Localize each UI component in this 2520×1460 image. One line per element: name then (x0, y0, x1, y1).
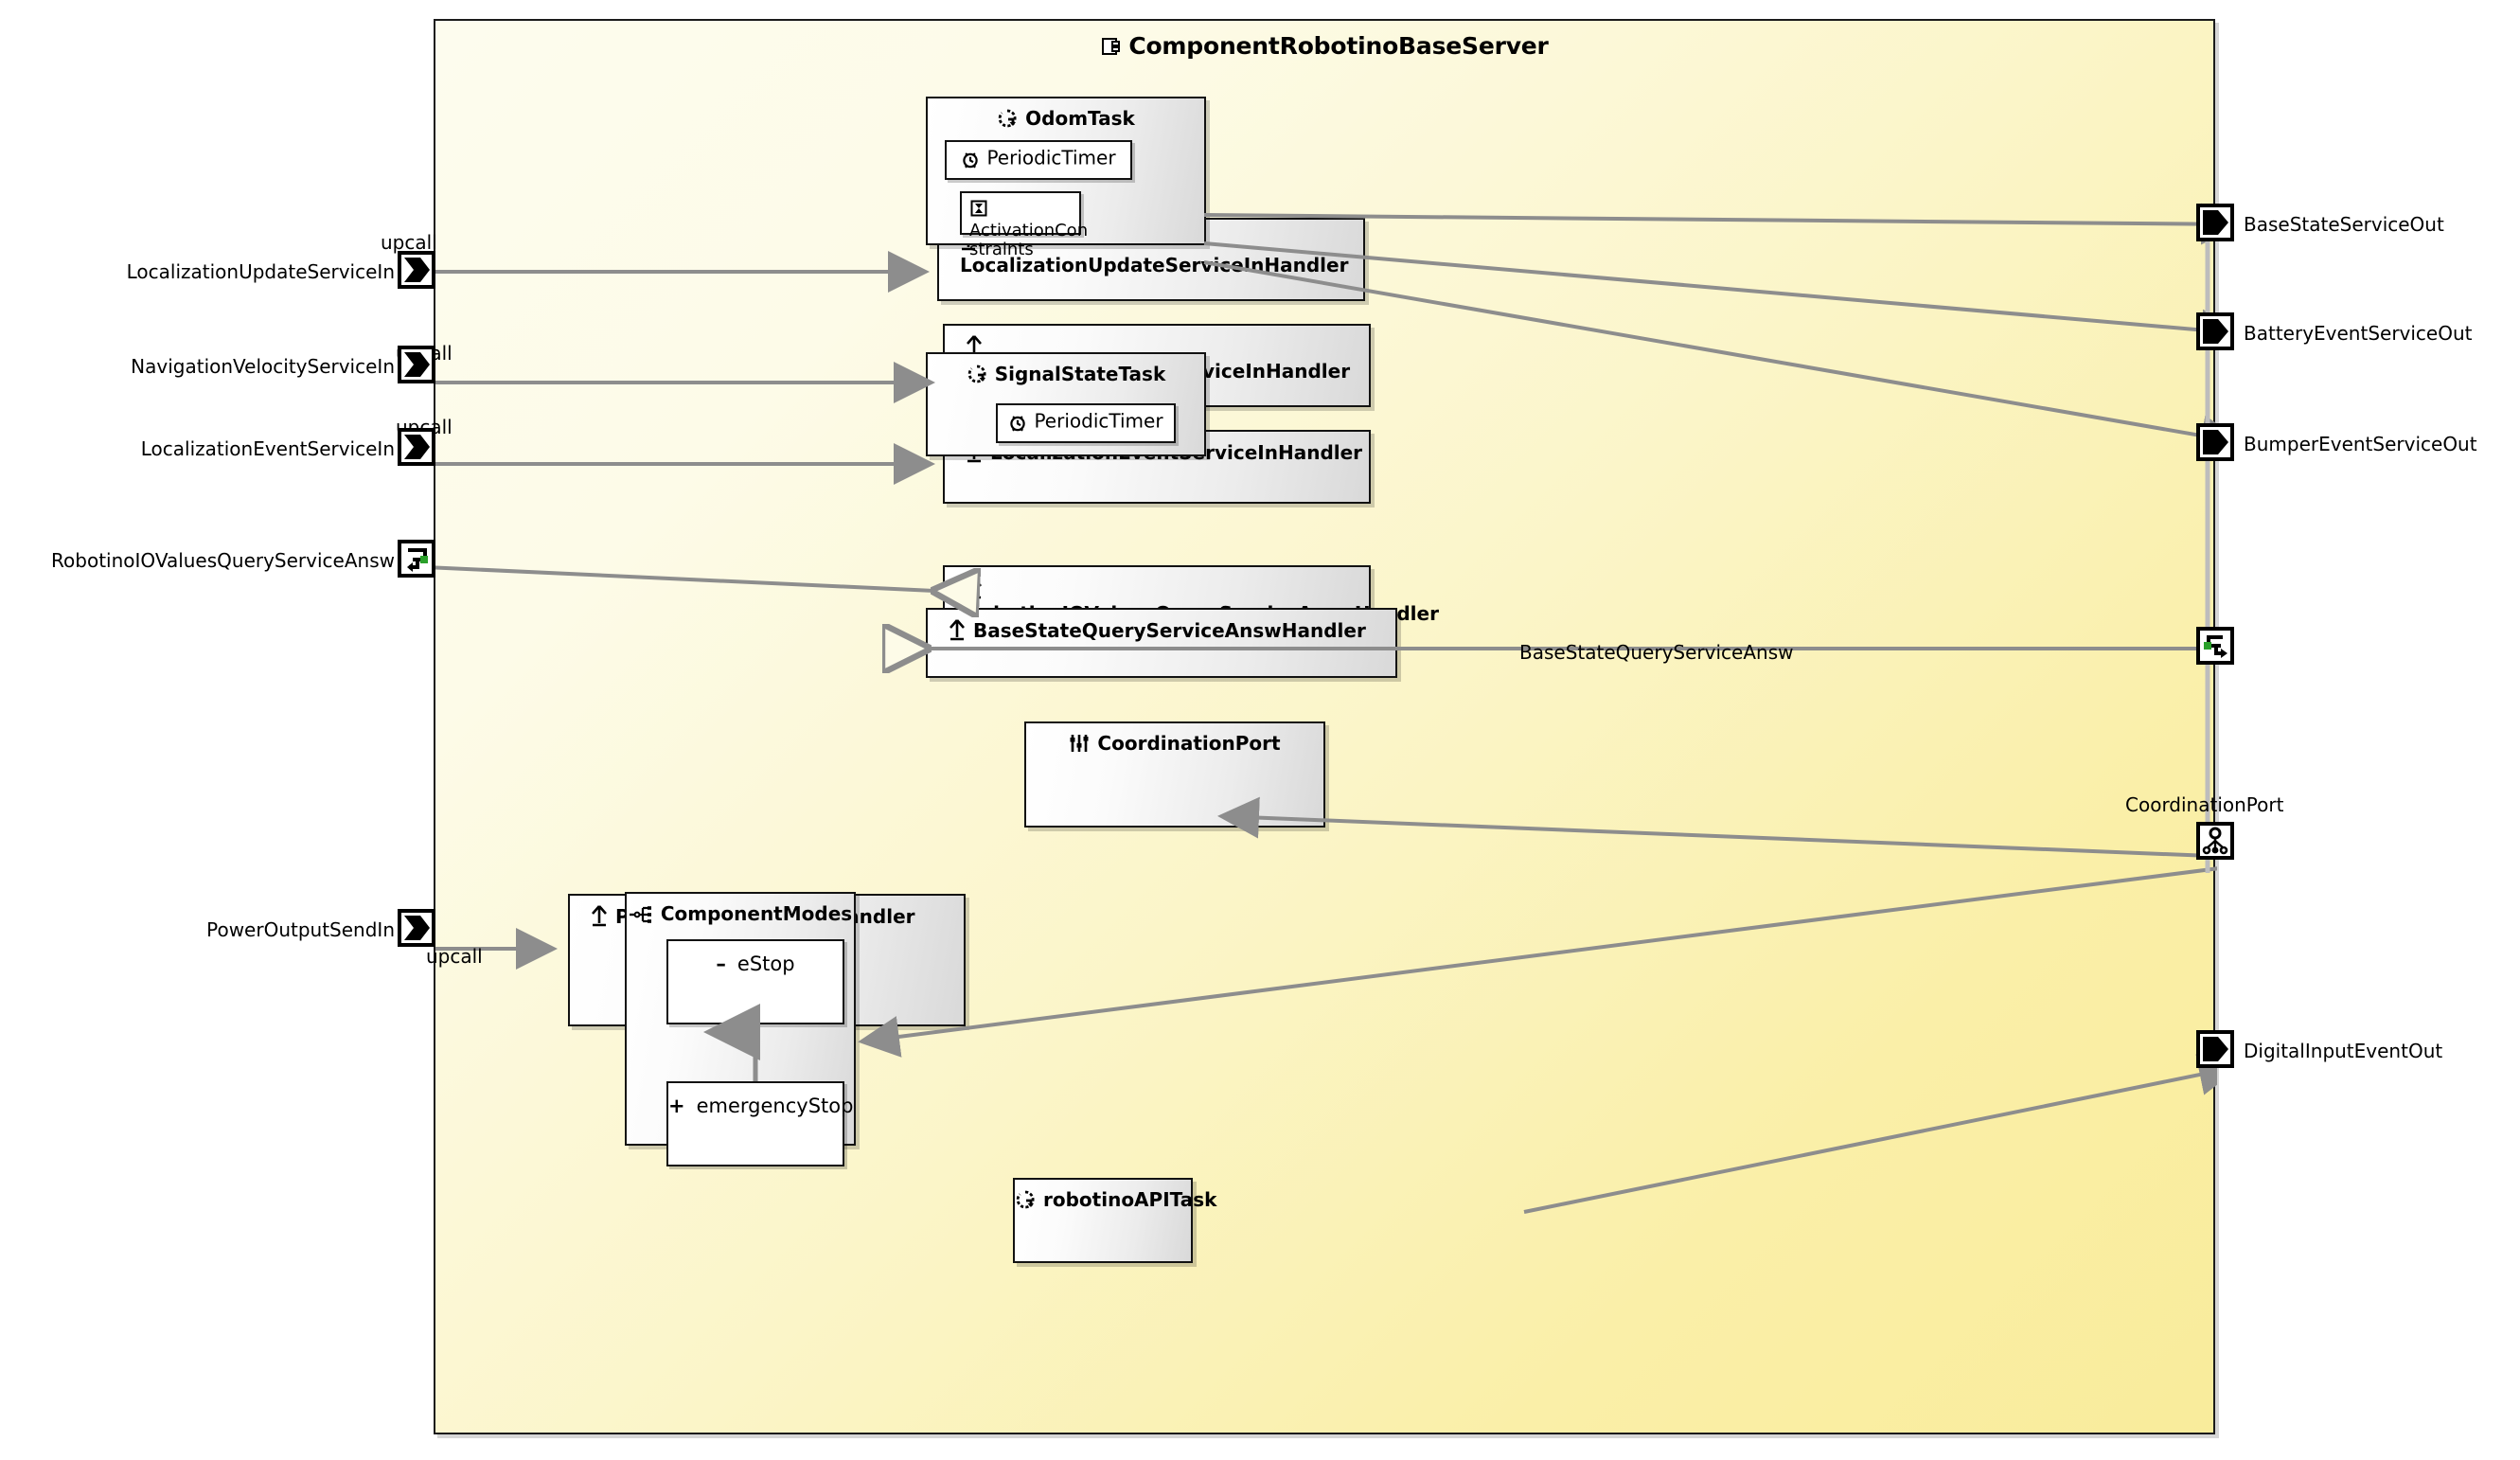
query-answer-out-port-icon (2204, 635, 2227, 658)
mode-name: emergencyStop (696, 1095, 854, 1117)
port-label-base-state-service-out: BaseStateServiceOut (2244, 213, 2444, 236)
service-out-port-icon (2203, 210, 2228, 235)
port-localization-update-service-in[interactable] (398, 251, 435, 289)
mode-label: –eStop (668, 953, 843, 975)
query-answer-in-port-icon (407, 548, 428, 572)
service-in-port-icon (404, 352, 430, 377)
port-label-digital-input-event-out: DigitalInputEventOut (2244, 1040, 2443, 1062)
port-label-localization-update-service-in: LocalizationUpdateServiceIn (126, 260, 395, 283)
port-robotino-io-values-query-service-answ[interactable] (398, 540, 435, 578)
constraint-name-line1: ActivationCon (969, 221, 1089, 241)
port-battery-event-service-out[interactable] (2196, 312, 2234, 350)
port-bumper-event-service-out[interactable] (2196, 423, 2234, 461)
coordination-port-icon (2202, 827, 2228, 855)
clock-icon (1008, 414, 1027, 437)
task-label: OdomTask (1025, 107, 1135, 130)
timer-leaf-periodic-timer[interactable]: PeriodicTimer (996, 403, 1176, 443)
component-frame: ComponentRobotinoBaseServer (381, 19, 2217, 1434)
mode-visibility-sign: + (668, 1095, 685, 1117)
edge-label-base-state-query-service-answ: BaseStateQueryServiceAnsw (1519, 641, 1794, 664)
port-label-navigation-velocity-service-in: NavigationVelocityServiceIn (131, 355, 395, 378)
component-title-text: ComponentRobotinoBaseServer (1128, 32, 1549, 60)
port-label-power-output-send-in: PowerOutputSendIn (206, 918, 395, 941)
port-label-bumper-event-service-out: BumperEventServiceOut (2244, 433, 2477, 455)
timer-name: PeriodicTimer (986, 146, 1116, 169)
upcall-handler-icon (949, 618, 966, 645)
timer-leaf-periodic-timer[interactable]: PeriodicTimer (945, 140, 1132, 180)
timer-leaf-label: PeriodicTimer (998, 410, 1174, 437)
task-label: SignalStateTask (994, 363, 1166, 385)
modes-tree-icon (629, 905, 653, 929)
task-title: SignalStateTask (928, 363, 1204, 389)
mode-name: eStop (736, 953, 795, 975)
service-out-port-icon (2203, 319, 2228, 344)
port-label-localization-event-service-in: LocalizationEventServiceIn (140, 437, 395, 460)
port-digital-input-event-out[interactable] (2196, 1030, 2234, 1068)
component-modes-title: ComponentModes (627, 902, 854, 929)
handler-label: BaseStateQueryServiceAnswHandler (973, 619, 1366, 642)
mode-leaf-estop[interactable]: –eStop (666, 939, 844, 1024)
component-title: ComponentRobotinoBaseServer (435, 32, 2213, 62)
edge-label-upcall-4: upcall (426, 945, 483, 968)
port-base-state-query-service-answ[interactable] (2196, 627, 2234, 665)
component-icon (1100, 35, 1121, 62)
service-in-port-icon (404, 258, 430, 282)
coordination-port-box[interactable]: CoordinationPort (1024, 721, 1325, 828)
hourglass-icon (969, 199, 988, 222)
service-in-port-icon (404, 916, 430, 940)
edge-label-upcall-1: upcall (381, 231, 437, 254)
component-modes-box[interactable]: ComponentModes –eStop + emergencyStop (625, 892, 856, 1166)
handler-box-base-state-query-service-answ[interactable]: BaseStateQueryServiceAnswHandler (926, 608, 1397, 678)
constraint-leaf-activation-constraints[interactable]: ActivationCon straints (960, 191, 1088, 258)
port-power-output-send-in[interactable] (398, 909, 435, 947)
task-icon (1015, 1189, 1036, 1215)
port-coordination-port[interactable] (2196, 822, 2234, 860)
coordination-port-title: CoordinationPort (1026, 732, 1323, 758)
constraint-leaf-label: ActivationCon straints (962, 197, 1088, 259)
task-label: robotinoAPITask (1043, 1188, 1217, 1211)
port-label-robotino-io-values-query-service-answ: RobotinoIOValuesQueryServiceAnsw (51, 549, 395, 572)
service-out-port-icon (2203, 1037, 2228, 1061)
port-label-battery-event-service-out: BatteryEventServiceOut (2244, 322, 2473, 345)
task-icon (967, 364, 987, 389)
clock-icon (961, 151, 980, 174)
upcall-handler-icon (966, 577, 983, 603)
component-modes-label: ComponentModes (660, 902, 853, 925)
service-out-port-icon (2203, 430, 2228, 454)
constraint-name-line2: straints (969, 239, 1034, 259)
port-navigation-velocity-service-in[interactable] (398, 346, 435, 383)
port-label-coordination-port: CoordinationPort (2125, 793, 2284, 816)
task-box-robotino-api-task[interactable]: robotinoAPITask (1013, 1178, 1216, 1263)
task-box-odom-task[interactable]: OdomTask PeriodicTimer (926, 97, 1206, 258)
task-box-signal-state-task[interactable]: SignalStateTask PeriodicTimer (926, 352, 1206, 456)
upcall-handler-icon (966, 334, 983, 361)
task-title: robotinoAPITask (1015, 1188, 1216, 1215)
coordination-port-label: CoordinationPort (1097, 732, 1281, 755)
port-base-state-service-out[interactable] (2196, 204, 2234, 241)
service-in-port-icon (404, 435, 430, 459)
mode-leaf-emergency-stop[interactable]: + emergencyStop (666, 1081, 853, 1166)
timer-name: PeriodicTimer (1034, 409, 1163, 433)
mode-label: + emergencyStop (668, 1095, 853, 1117)
task-title: OdomTask (928, 107, 1204, 134)
sliders-icon (1069, 733, 1090, 758)
port-localization-event-service-in[interactable] (398, 428, 435, 466)
mode-visibility-sign: – (716, 953, 726, 975)
task-icon (997, 108, 1018, 134)
timer-leaf-label: PeriodicTimer (947, 147, 1130, 174)
handler-title: BaseStateQueryServiceAnswHandler (928, 618, 1395, 645)
upcall-handler-icon (591, 904, 608, 931)
